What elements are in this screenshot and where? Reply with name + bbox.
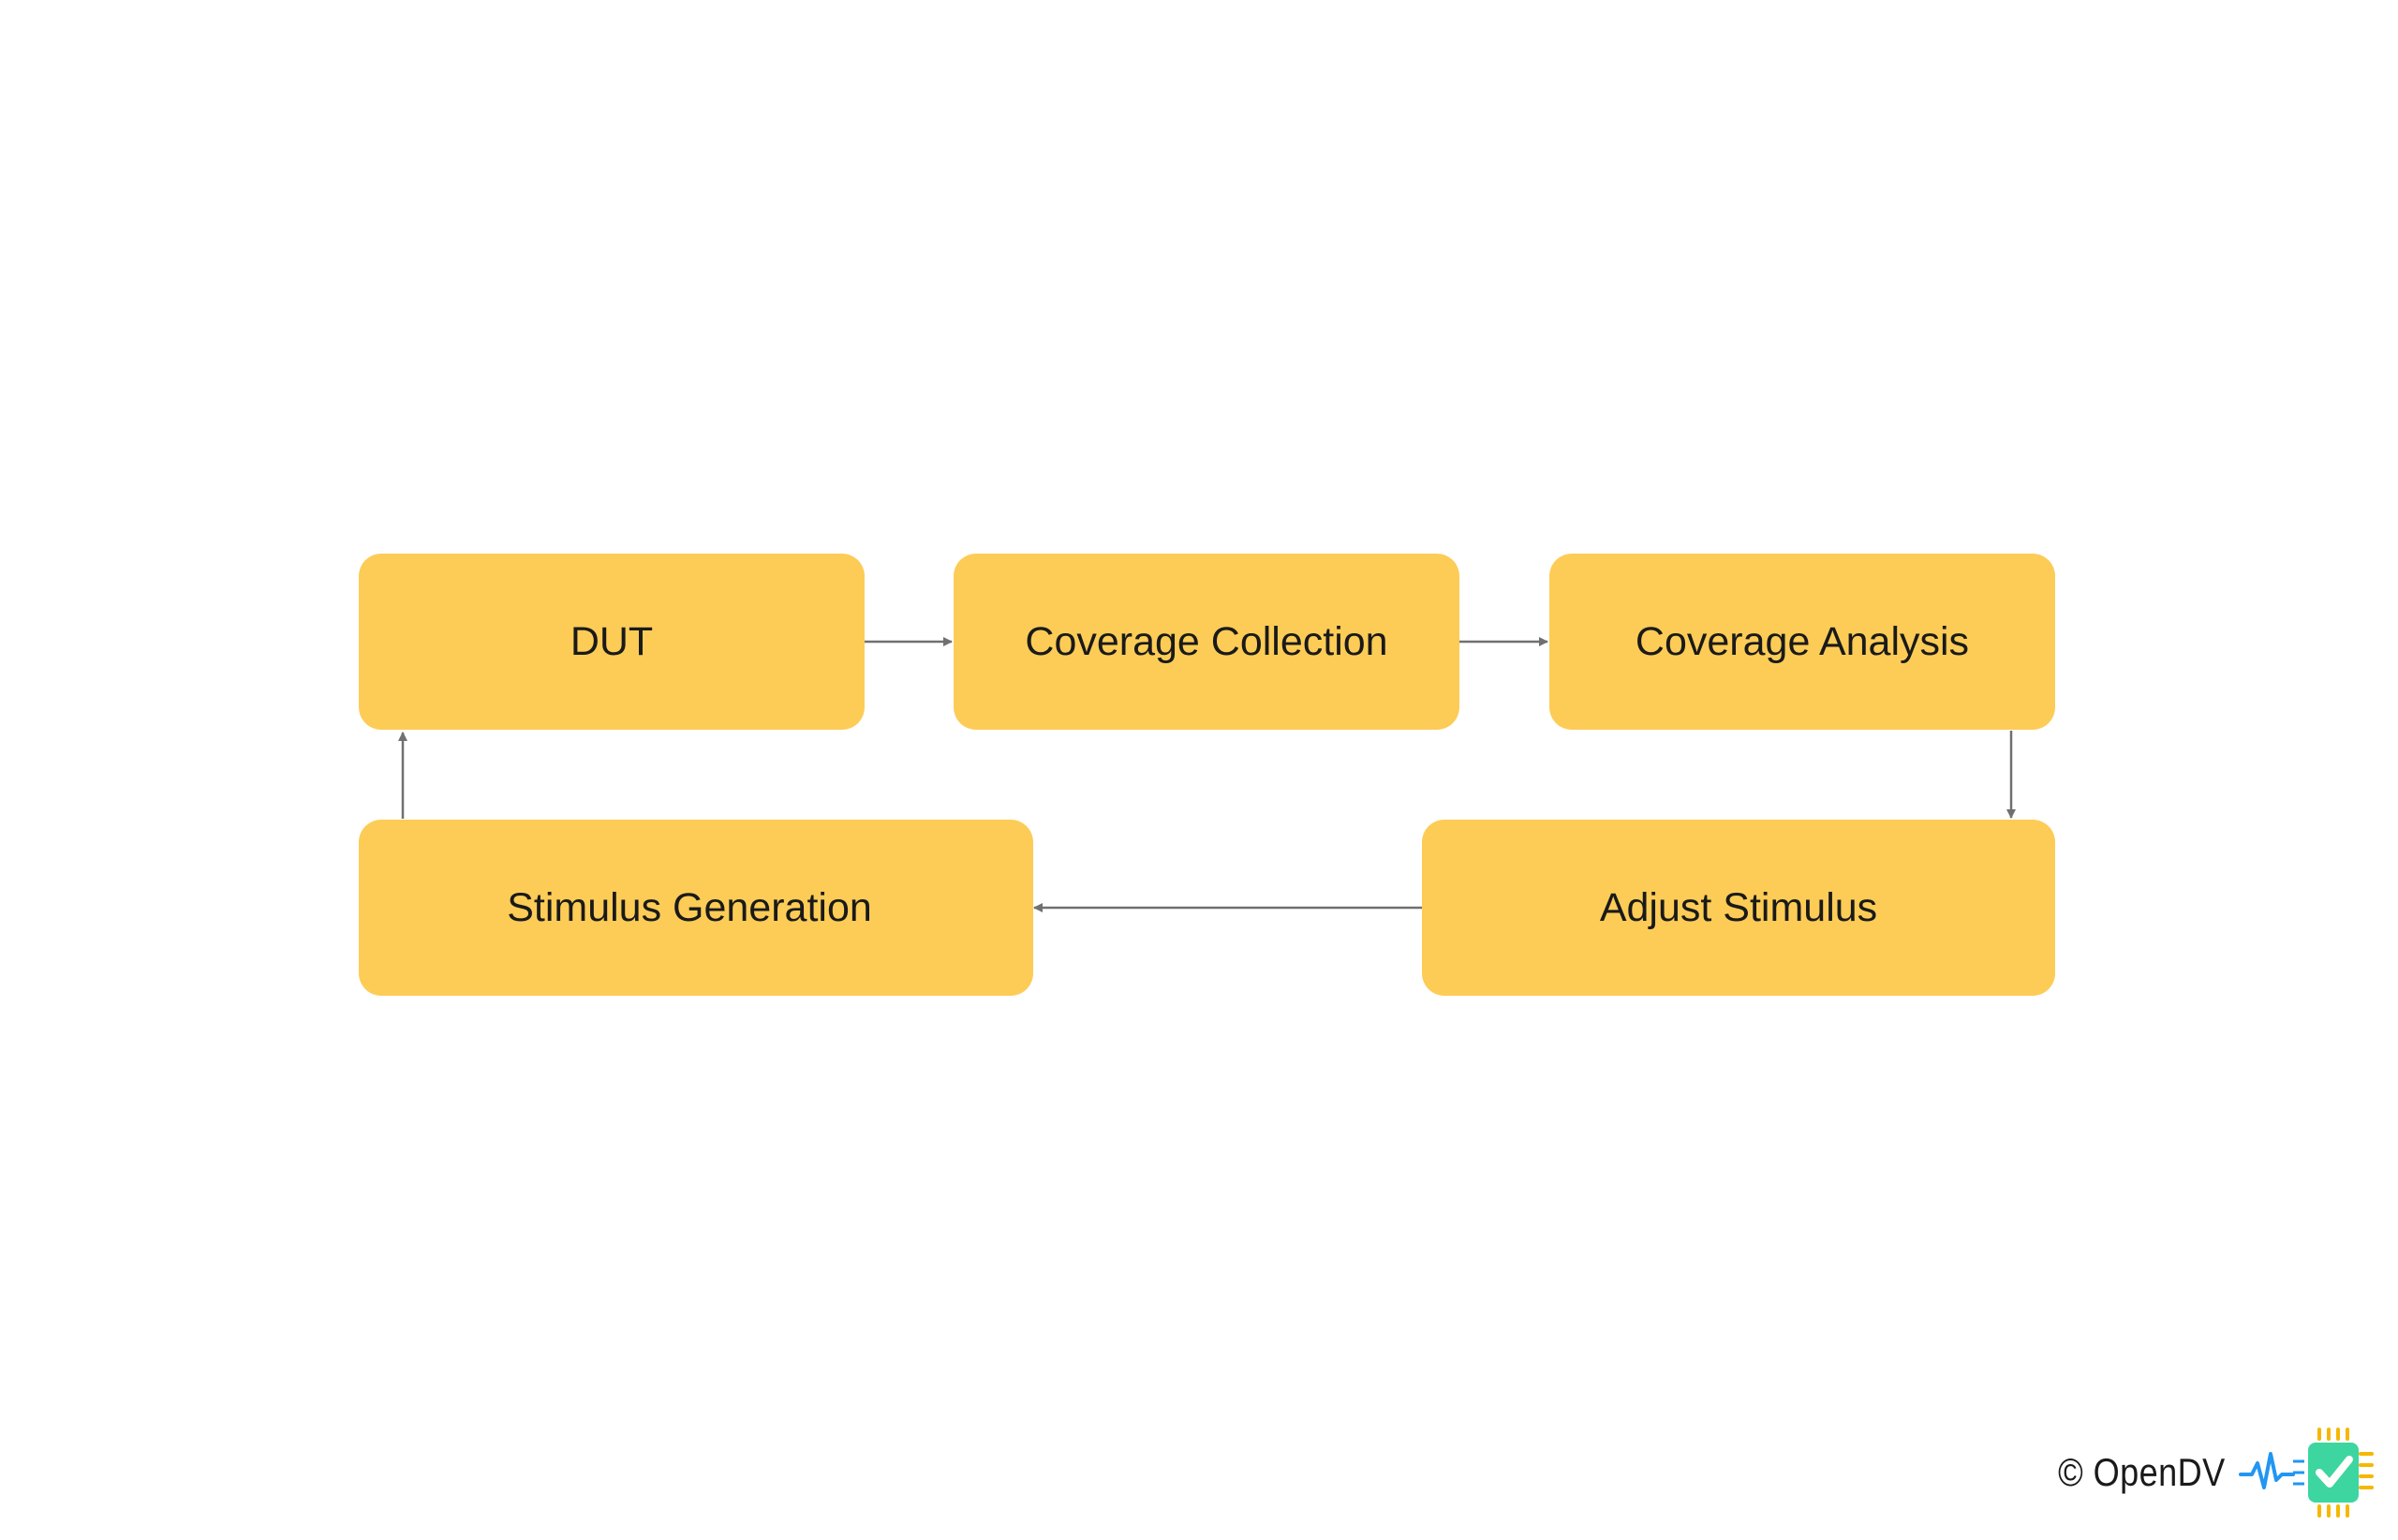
opendv-watermark: © OpenDV <box>2031 1426 2379 1519</box>
node-stimulus-generation: Stimulus Generation <box>359 820 1033 996</box>
edges <box>398 637 2016 912</box>
node-label: DUT <box>570 619 653 664</box>
node-dut: DUT <box>359 554 865 730</box>
node-coverage-analysis: Coverage Analysis <box>1549 554 2055 730</box>
node-label: Stimulus Generation <box>507 885 872 930</box>
node-label: Adjust Stimulus <box>1600 885 1877 930</box>
watermark-text: © OpenDV <box>2058 1450 2226 1494</box>
node-label: Coverage Collection <box>1025 619 1387 664</box>
node-label: Coverage Analysis <box>1636 619 1969 664</box>
node-adjust-stimulus: Adjust Stimulus <box>1422 820 2055 996</box>
node-coverage-collection: Coverage Collection <box>954 554 1459 730</box>
chip-checkmark-pulse-icon <box>2239 1428 2374 1518</box>
